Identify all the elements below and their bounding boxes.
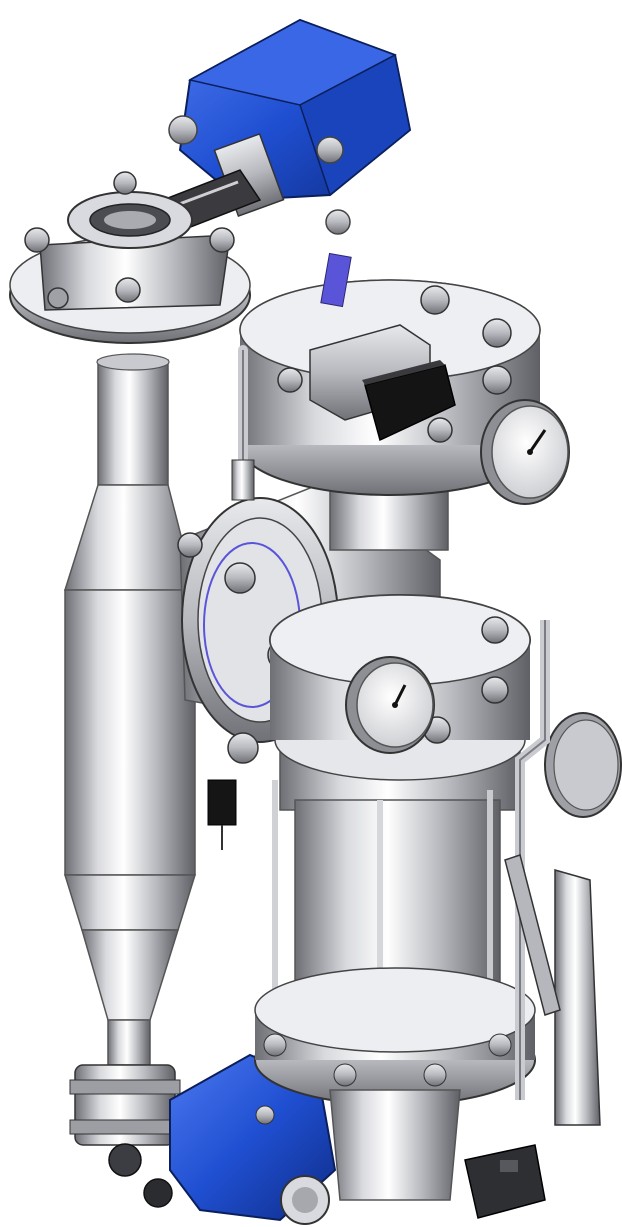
small-sensor (207, 779, 237, 850)
ball-valve (69, 1064, 181, 1208)
cyclone-separator (63, 353, 197, 1066)
switch-box (464, 1144, 546, 1219)
top-actuator (168, 18, 412, 235)
pressure-gauge-side (515, 620, 622, 1100)
butterfly-valve (9, 171, 251, 344)
solenoid-manifold (231, 252, 456, 501)
pressure-gauge-mid (345, 656, 435, 754)
pressure-gauge-top (480, 399, 570, 505)
manual-lever (504, 854, 601, 1126)
filter-housing-body (254, 594, 536, 1201)
bottom-actuator (169, 1053, 337, 1225)
